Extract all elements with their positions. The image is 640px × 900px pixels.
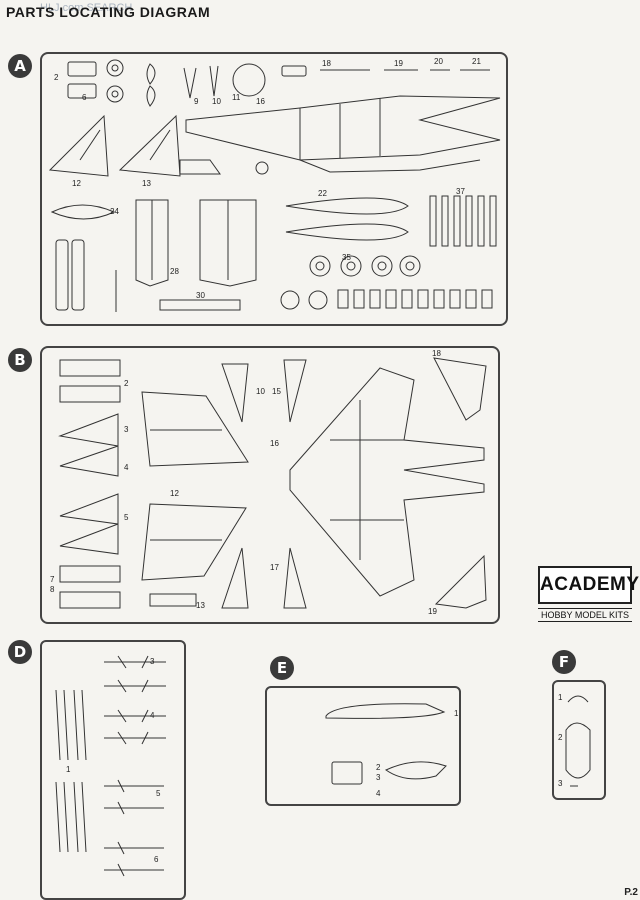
sprue-e-frame xyxy=(265,686,461,806)
part-number: 6 xyxy=(82,93,87,102)
part-number: 19 xyxy=(394,59,403,68)
sprue-f-parts xyxy=(565,695,591,787)
part-number: 4 xyxy=(124,463,129,472)
part-number: 1 xyxy=(558,693,563,702)
part-number: 8 xyxy=(50,585,55,594)
sprue-a-frame xyxy=(40,52,508,326)
part-number: 35 xyxy=(342,253,351,262)
part-number: 3 xyxy=(150,657,155,666)
watermark: HLJ.com SEARCH xyxy=(40,2,133,14)
part-number: 2 xyxy=(558,733,563,742)
logo-brand: ACADEMY xyxy=(538,566,639,604)
part-number: 3 xyxy=(558,779,563,788)
academy-logo: ACADEMY HOBBY MODEL KITS xyxy=(538,566,639,624)
part-number: 12 xyxy=(170,489,179,498)
part-number: 9 xyxy=(194,97,199,106)
part-number: 13 xyxy=(196,601,205,610)
page-number: P.2 xyxy=(624,887,638,898)
part-number: 1 xyxy=(66,765,71,774)
part-number: 10 xyxy=(256,387,265,396)
part-number: 4 xyxy=(376,789,381,798)
sprue-a-parts xyxy=(48,59,501,312)
logo-tagline: HOBBY MODEL KITS xyxy=(538,608,632,622)
part-number: 3 xyxy=(376,773,381,782)
part-number: 37 xyxy=(456,187,465,196)
part-number: 13 xyxy=(142,179,151,188)
part-number: 6 xyxy=(154,855,159,864)
part-number: 20 xyxy=(434,57,443,66)
part-number: 10 xyxy=(212,97,221,106)
part-number: 5 xyxy=(156,789,161,798)
part-number: 1 xyxy=(454,709,459,718)
section-e-badge: E xyxy=(270,656,294,680)
part-number: 28 xyxy=(170,267,179,276)
section-f-badge: F xyxy=(552,650,576,674)
part-number: 24 xyxy=(110,207,119,216)
part-number: 2 xyxy=(376,763,381,772)
sprue-b-frame xyxy=(40,346,500,624)
part-number: 16 xyxy=(270,439,279,448)
part-number: 2 xyxy=(54,73,59,82)
part-number: 22 xyxy=(318,189,327,198)
section-a-badge: A xyxy=(8,54,32,78)
section-b-badge: B xyxy=(8,348,32,372)
page-title: PARTS LOCATING DIAGRAM xyxy=(6,4,211,20)
part-number: 15 xyxy=(272,387,281,396)
sprue-e-parts xyxy=(325,703,447,785)
part-number: 18 xyxy=(322,59,331,68)
part-number: 7 xyxy=(50,575,55,584)
part-number: 4 xyxy=(150,711,155,720)
part-number: 11 xyxy=(232,93,241,102)
part-number: 12 xyxy=(72,179,81,188)
part-number: 30 xyxy=(196,291,205,300)
part-number: 17 xyxy=(270,563,279,572)
part-number: 16 xyxy=(256,97,265,106)
part-number: 21 xyxy=(472,57,481,66)
section-d-badge: D xyxy=(8,640,32,664)
part-number: 2 xyxy=(124,379,129,388)
part-number: 19 xyxy=(428,607,437,616)
sprue-d-parts xyxy=(55,655,166,877)
sprue-b-parts xyxy=(58,357,487,609)
part-number: 3 xyxy=(124,425,129,434)
part-number: 18 xyxy=(432,349,441,358)
sprue-f-frame xyxy=(552,680,606,800)
part-number: 5 xyxy=(124,513,129,522)
